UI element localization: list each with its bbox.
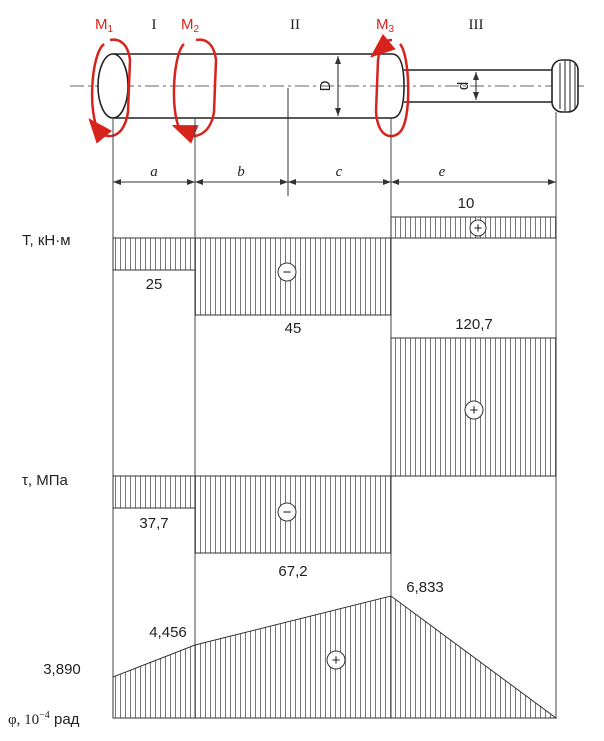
fixed-support: [551, 59, 579, 113]
angle-value-start: 3,890: [43, 661, 81, 678]
d-label: d: [455, 82, 472, 90]
plus-sign-torque: +: [469, 219, 487, 237]
D-label: D: [317, 80, 334, 91]
minus-sign-stress: −: [277, 502, 297, 522]
torque-plot: T, кН·м 10 25 45 − +: [22, 195, 557, 337]
svg-text:+: +: [474, 220, 483, 237]
large-cylinder: [113, 53, 405, 119]
length-a-label: a: [150, 164, 158, 180]
angle-axis-label: φ, 10−4 рад: [8, 710, 80, 728]
stress-bar-section-1: [112, 475, 196, 509]
length-e-label: e: [439, 164, 446, 180]
length-b-label: b: [237, 164, 245, 180]
shaft-end-face: [97, 53, 129, 119]
stress-axis-label: τ, МПа: [22, 472, 69, 489]
torque-value-section-1: 25: [146, 276, 163, 293]
m2-label: M2: [181, 16, 200, 35]
torque-bar-section-1: [112, 237, 196, 271]
angle-plot: φ, 10−4 рад 3,890 4,456 6,833 +: [8, 579, 558, 728]
m3-label: M3: [376, 16, 395, 35]
moment-arrows: [88, 33, 410, 144]
stress-value-section-2: 67,2: [278, 563, 307, 580]
stress-value-section-3: 120,7: [455, 316, 493, 333]
section-2-label: II: [290, 17, 300, 33]
shaft: D d: [70, 53, 586, 119]
moment-1-arrowhead: [88, 118, 113, 144]
section-1-label: I: [152, 17, 157, 33]
moment-2-arrowhead: [171, 124, 199, 144]
torque-value-section-3: 10: [458, 195, 475, 212]
moment-3-arrowhead: [370, 33, 396, 58]
stress-value-section-1: 37,7: [139, 515, 168, 532]
svg-text:+: +: [470, 402, 479, 419]
plus-sign-stress: +: [464, 400, 484, 420]
plus-sign-angle: +: [326, 650, 346, 670]
svg-text:+: +: [332, 652, 341, 669]
angle-value-section-1-end: 4,456: [149, 624, 187, 641]
m1-label: M1: [95, 16, 114, 35]
minus-sign-torque: −: [277, 262, 297, 282]
svg-text:−: −: [283, 504, 292, 521]
stress-plot: τ, МПа 37,7 67,2 120,7 − +: [22, 316, 557, 580]
angle-value-max: 6,833: [406, 579, 444, 596]
small-cylinder: [404, 69, 556, 103]
length-c-label: c: [336, 164, 343, 180]
length-dimensions: [113, 88, 556, 196]
torque-value-section-2: 45: [285, 320, 302, 337]
section-3-label: III: [469, 17, 484, 33]
svg-text:−: −: [283, 264, 292, 281]
torque-axis-label: T, кН·м: [22, 232, 71, 249]
